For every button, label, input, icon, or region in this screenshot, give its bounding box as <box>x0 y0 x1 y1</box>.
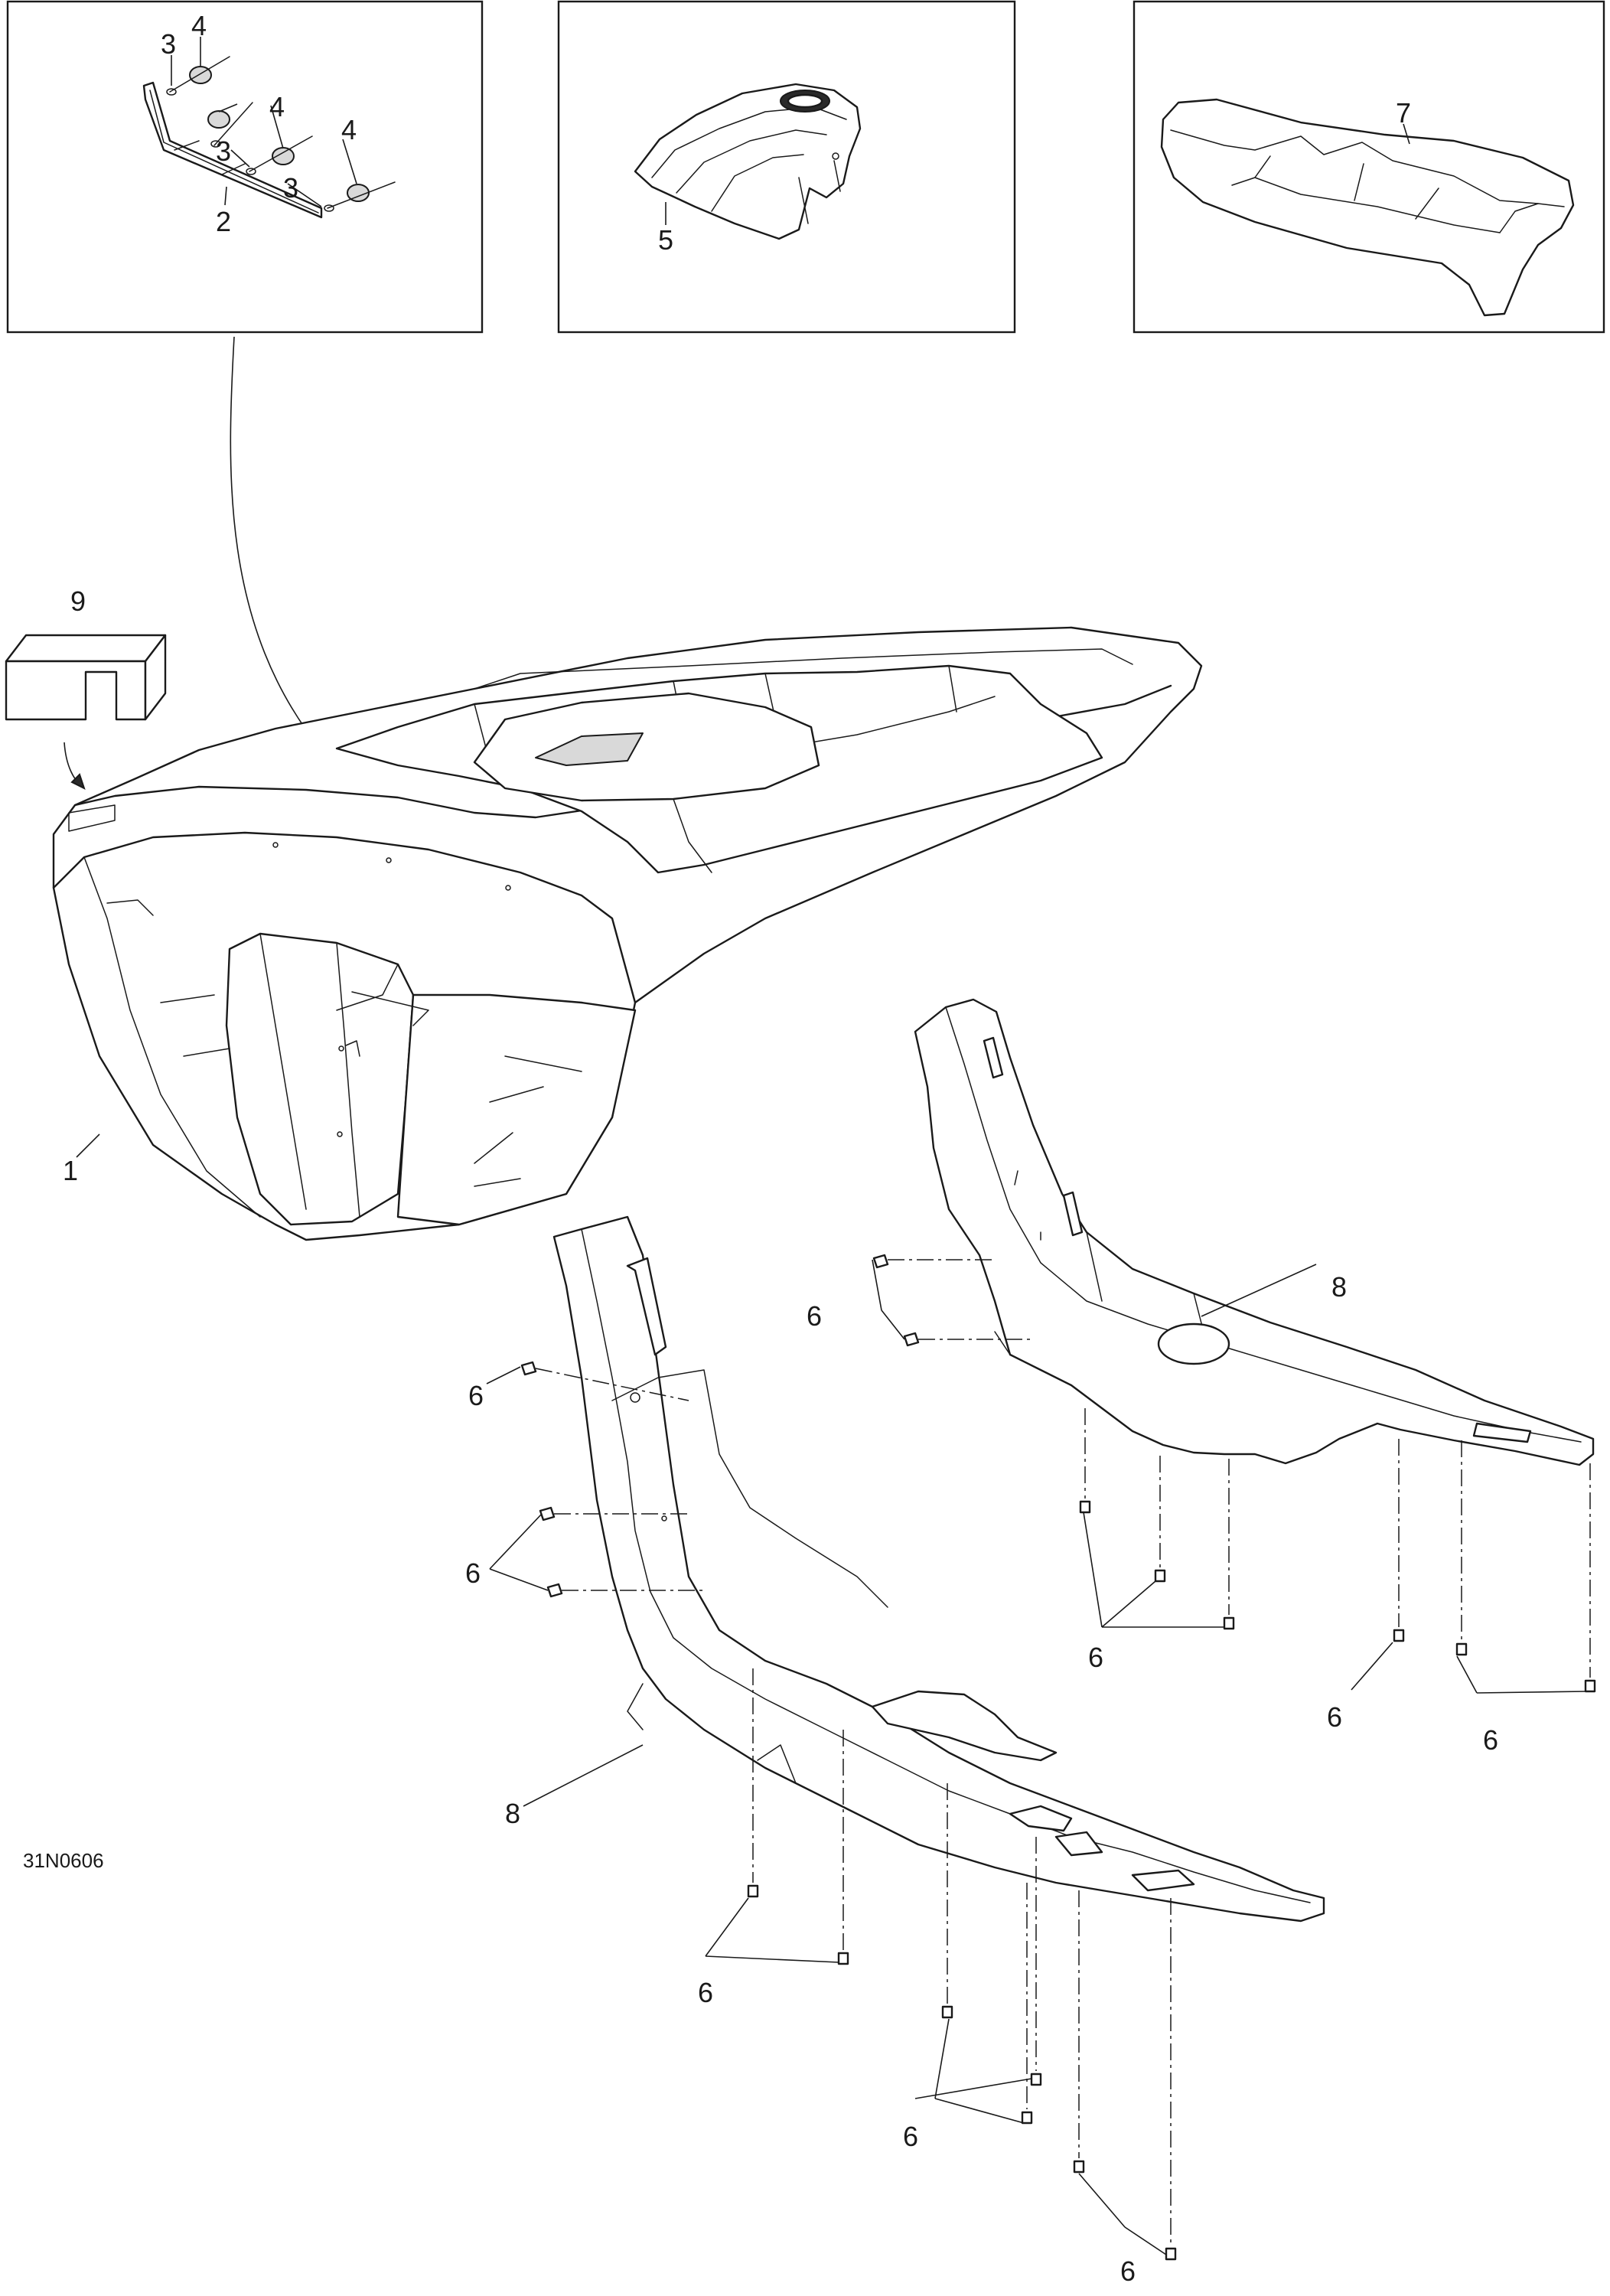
callout-3: 3 <box>161 28 176 60</box>
callout-9: 9 <box>70 585 86 617</box>
callout-6: 6 <box>465 1557 481 1589</box>
callout-4: 4 <box>191 10 207 41</box>
callout-4: 4 <box>341 114 357 145</box>
inset-box-trim-strip <box>6 0 484 334</box>
callout-3: 3 <box>216 135 231 167</box>
foam-block-part <box>5 634 167 790</box>
callout-7: 7 <box>1396 97 1411 129</box>
callout-4: 4 <box>269 91 285 122</box>
callout-6: 6 <box>468 1380 484 1411</box>
leader-lines <box>76 37 1588 2255</box>
callout-1: 1 <box>63 1155 78 1186</box>
callout-8: 8 <box>505 1798 520 1829</box>
callout-3: 3 <box>283 172 298 204</box>
reference-code: 31N0606 <box>23 1849 104 1872</box>
inset-box-seat <box>1133 0 1605 334</box>
callout-6: 6 <box>1327 1701 1342 1733</box>
callout-2: 2 <box>216 206 231 237</box>
callout-6: 6 <box>807 1300 822 1332</box>
inset-box-storage-bin <box>557 0 1016 334</box>
callout-5: 5 <box>658 224 673 256</box>
callout-labels: 1 2 3 3 3 4 4 4 5 7 9 8 8 6 6 6 6 6 6 6 … <box>23 10 1498 2287</box>
side-panel-right-part <box>914 998 1595 1466</box>
callout-6: 6 <box>1120 2255 1136 2287</box>
callout-6: 6 <box>698 1977 713 2008</box>
callout-6: 6 <box>1088 1642 1103 1673</box>
rivet-icon <box>166 88 334 212</box>
callout-6: 6 <box>1483 1724 1498 1756</box>
screw-icon <box>872 1254 1596 1693</box>
side-panel-lower-part <box>552 1215 1325 1923</box>
callout-8: 8 <box>1331 1271 1347 1303</box>
body-shell-part <box>52 626 1203 1241</box>
screw-icon <box>520 1361 1177 2261</box>
callout-6: 6 <box>903 2121 918 2152</box>
